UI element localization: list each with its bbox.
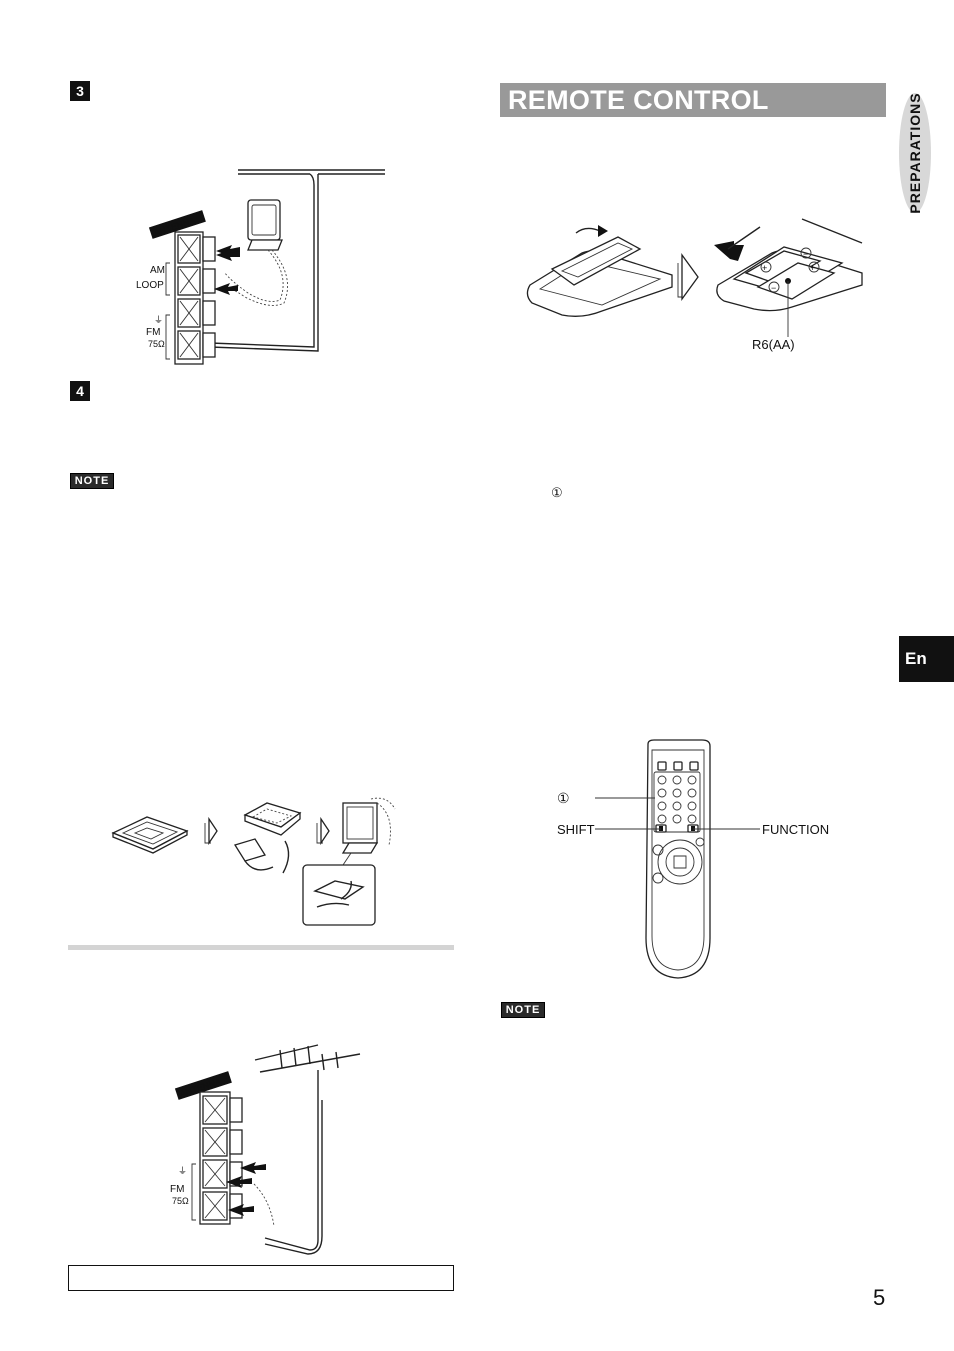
preparations-side-tab: PREPARATIONS — [893, 78, 937, 228]
step-3-badge: 3 — [70, 81, 90, 101]
loop-label: LOOP — [136, 280, 164, 291]
svg-text:−: − — [803, 249, 808, 259]
note-badge-left: NOTE — [70, 473, 114, 489]
language-tab: En — [899, 636, 954, 682]
svg-text:+: + — [762, 263, 767, 273]
svg-text:+: + — [810, 263, 815, 273]
remote-control-figure — [645, 739, 711, 979]
remote-callout-lines — [595, 797, 760, 830]
page-number: 5 — [873, 1285, 886, 1310]
remote-callout-one: ① — [557, 790, 570, 806]
empty-caption-box — [68, 1265, 454, 1291]
battery-installation-figure: + − − + — [526, 218, 863, 337]
circled-one-marker: ① — [551, 485, 563, 500]
svg-text:⏚: ⏚ — [154, 315, 163, 325]
battery-type-label: R6(AA) — [752, 337, 795, 352]
section-divider — [68, 945, 454, 950]
note-badge-right: NOTE — [501, 1002, 545, 1018]
am-label: AM — [150, 265, 165, 276]
antenna-connection-figure: ANTENNA AM LOOP ⏚ FM 75Ω — [136, 169, 385, 365]
ohm-label: 75Ω — [148, 339, 165, 349]
am-loop-assembly-figure — [111, 797, 396, 926]
ohm-label-2: 75Ω — [172, 1196, 189, 1206]
section-title: REMOTE CONTROL — [500, 83, 886, 117]
step-4-badge: 4 — [70, 381, 90, 401]
shift-label: SHIFT — [557, 822, 595, 837]
function-label: FUNCTION — [762, 822, 830, 837]
fm-label-2: FM — [170, 1184, 184, 1195]
svg-text:−: − — [771, 283, 776, 293]
fm-label: FM — [146, 327, 160, 338]
outdoor-fm-antenna-figure: ANTENNA ⏚ FM 75Ω — [170, 1044, 361, 1255]
svg-text:⏚: ⏚ — [178, 1166, 187, 1176]
preparations-label: PREPARATIONS — [907, 92, 923, 214]
